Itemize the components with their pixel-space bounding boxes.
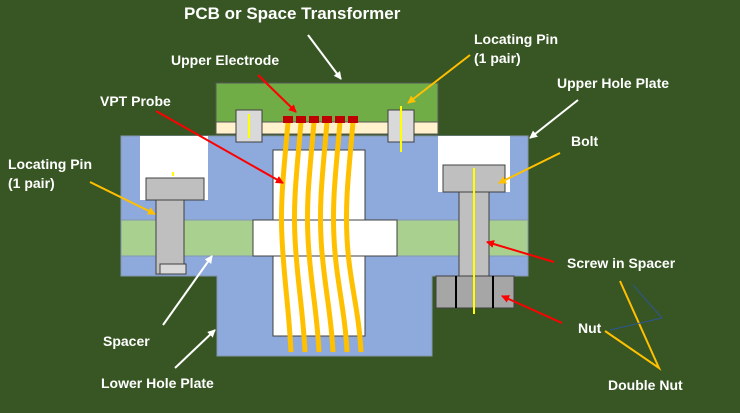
upper-electrode-pad [322, 116, 332, 123]
vpt-probe-wire [330, 121, 350, 353]
arrow-lower-hole-plate [174, 329, 216, 369]
arrow-locating-pin-top [407, 54, 471, 104]
upper-electrode-pad [296, 116, 306, 123]
upper-electrode-pad [348, 116, 358, 123]
left-locating-pin-head [145, 177, 205, 201]
arrow-title [307, 34, 342, 80]
label-nut: Nut [578, 320, 602, 336]
label-vpt-probe: VPT Probe [100, 93, 171, 109]
arrow-locating-pin-left [89, 181, 156, 215]
double-nut-thin-lines [609, 284, 663, 331]
vpt-probe-wire [317, 121, 336, 353]
upper-electrode-pad [309, 116, 319, 123]
label-screw-in-spacer: Screw in Spacer [567, 255, 676, 271]
arrow-upper-electrode [257, 74, 297, 113]
label-bolt: Bolt [571, 133, 599, 149]
double-nut-lines [604, 280, 662, 371]
vpt-probe-wire [343, 121, 364, 353]
arrow-nut [501, 295, 563, 324]
vpt-probe-wire [304, 121, 322, 353]
label-spacer: Spacer [103, 333, 150, 349]
label-double-nut: Double Nut [608, 377, 683, 393]
arrow-spacer [162, 255, 213, 326]
arrow-bolt [498, 152, 561, 184]
label-upper-hole-plate: Upper Hole Plate [557, 75, 670, 91]
upper-electrodes [283, 116, 358, 123]
left-pin-tip [159, 263, 187, 275]
label-upper-electrode: Upper Electrode [171, 52, 280, 68]
label-locating-pin-top-1: Locating Pin [474, 31, 558, 47]
arrow-vpt-probe [155, 110, 284, 184]
vpt-probe-wires [278, 121, 364, 353]
vpt-probe-wire [291, 121, 308, 353]
label-lower-hole-plate: Lower Hole Plate [101, 375, 214, 391]
label-locating-pin-left-2: (1 pair) [8, 175, 55, 191]
diagram-title: PCB or Space Transformer [184, 4, 401, 23]
vpt-probe-wire [278, 121, 294, 353]
arrow-upper-hole-plate [529, 99, 579, 139]
label-locating-pin-left-1: Locating Pin [8, 156, 92, 172]
left-locating-pin-shaft [155, 199, 185, 275]
label-locating-pin-top-2: (1 pair) [474, 50, 521, 66]
arrow-screw-in-spacer [486, 240, 555, 263]
upper-electrode-pad [335, 116, 345, 123]
upper-electrode-pad [283, 116, 293, 123]
spacer-probe-hole [252, 219, 398, 257]
